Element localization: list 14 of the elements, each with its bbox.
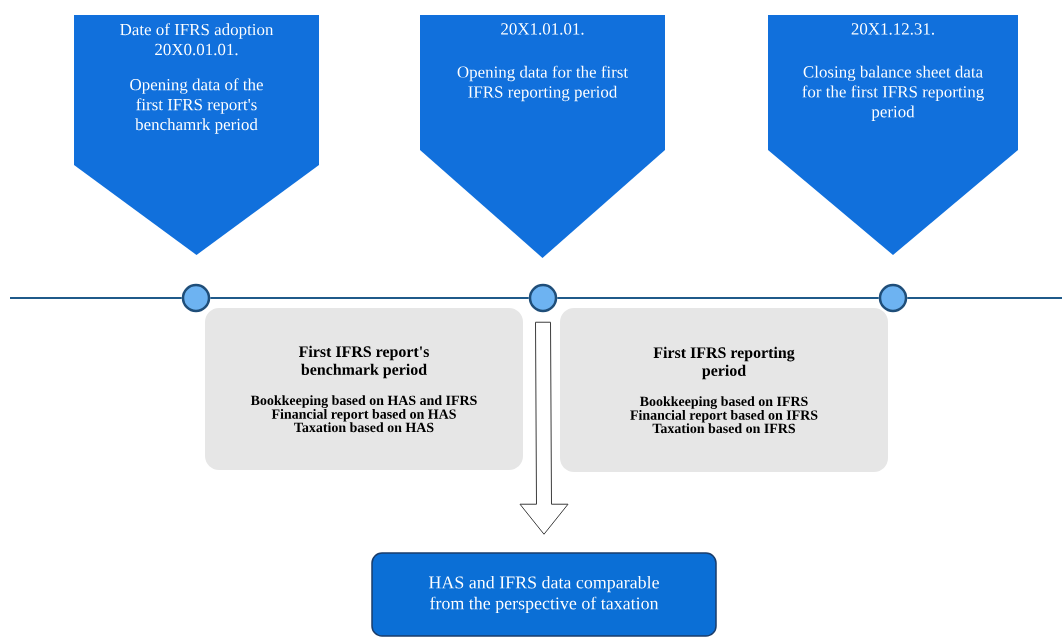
pentagon-callout: 20X1.01.01. Opening data for the first IFRS reporting period	[420, 15, 665, 258]
timeline	[906, 297, 1062, 299]
pentagon-callout: 20X1.12.31. Closing balance sheet data for the first IFRS reporting period	[768, 15, 1018, 255]
timeline-marker	[181, 283, 211, 313]
block-arrow	[519, 321, 569, 535]
timeline	[209, 297, 530, 299]
result-box: HAS and IFRS data comparable from the perspective of taxation	[371, 552, 717, 637]
timeline-marker	[528, 283, 558, 313]
pentagon-callout: Date of IFRS adoption 20X0.01.01. Opening data of the first IFRS report's benchamrk period	[74, 15, 319, 255]
timeline	[556, 297, 880, 299]
timeline-marker	[878, 283, 908, 313]
period-box: First IFRS report's benchmark period Bookkeeping based on HAS and IFRS Financial report based on HAS Taxation based on HAS	[205, 308, 523, 470]
period-box: First IFRS reporting period Bookkeeping based on IFRS Financial report based on IFRS Taxation based on IFRS	[560, 308, 888, 472]
timeline	[9, 297, 183, 299]
